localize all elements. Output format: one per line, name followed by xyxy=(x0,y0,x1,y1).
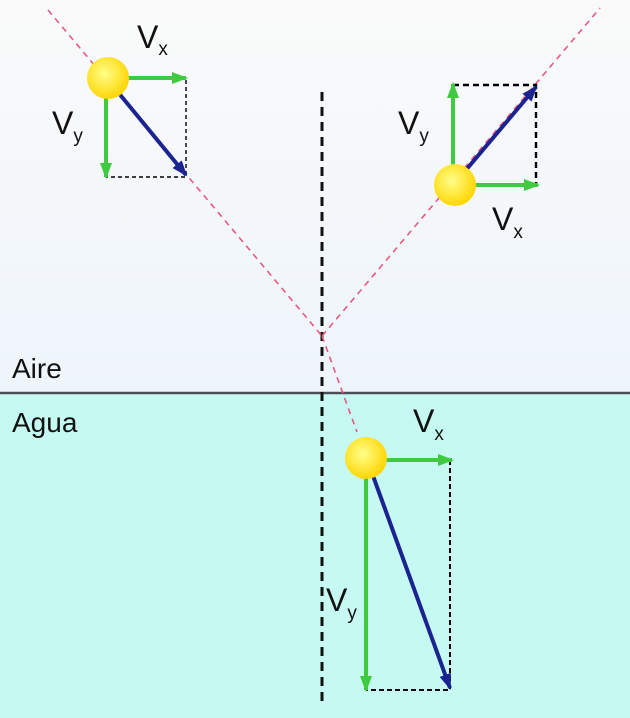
yellow-sphere-icon xyxy=(434,164,476,206)
incident-vx-label: Vx xyxy=(137,19,168,60)
refracted-vx-label: Vx xyxy=(413,403,444,445)
incident-velocity-arrow xyxy=(106,78,188,177)
refracted-component-box xyxy=(366,460,451,691)
incident-component-box xyxy=(106,80,187,178)
refracted-velocity-arrow xyxy=(366,461,452,690)
reflected-particle-group xyxy=(434,82,540,206)
yellow-sphere-icon xyxy=(345,437,387,479)
reflected-component-box xyxy=(453,83,538,183)
medium-label-air: Aire xyxy=(12,353,62,384)
refracted-vy-label: Vy xyxy=(326,582,357,624)
yellow-sphere-icon xyxy=(87,57,129,99)
air-region xyxy=(0,0,630,393)
reflected-velocity-arrow xyxy=(453,85,538,185)
reflected-vy-label: Vy xyxy=(398,105,429,147)
incident-vy-label: Vy xyxy=(52,105,83,147)
reflected-vx-label: Vx xyxy=(492,201,523,243)
incident-particle-group xyxy=(87,57,188,179)
water-region xyxy=(0,393,630,718)
refracted-particle-group xyxy=(345,437,454,692)
medium-label-water: Agua xyxy=(12,407,78,438)
